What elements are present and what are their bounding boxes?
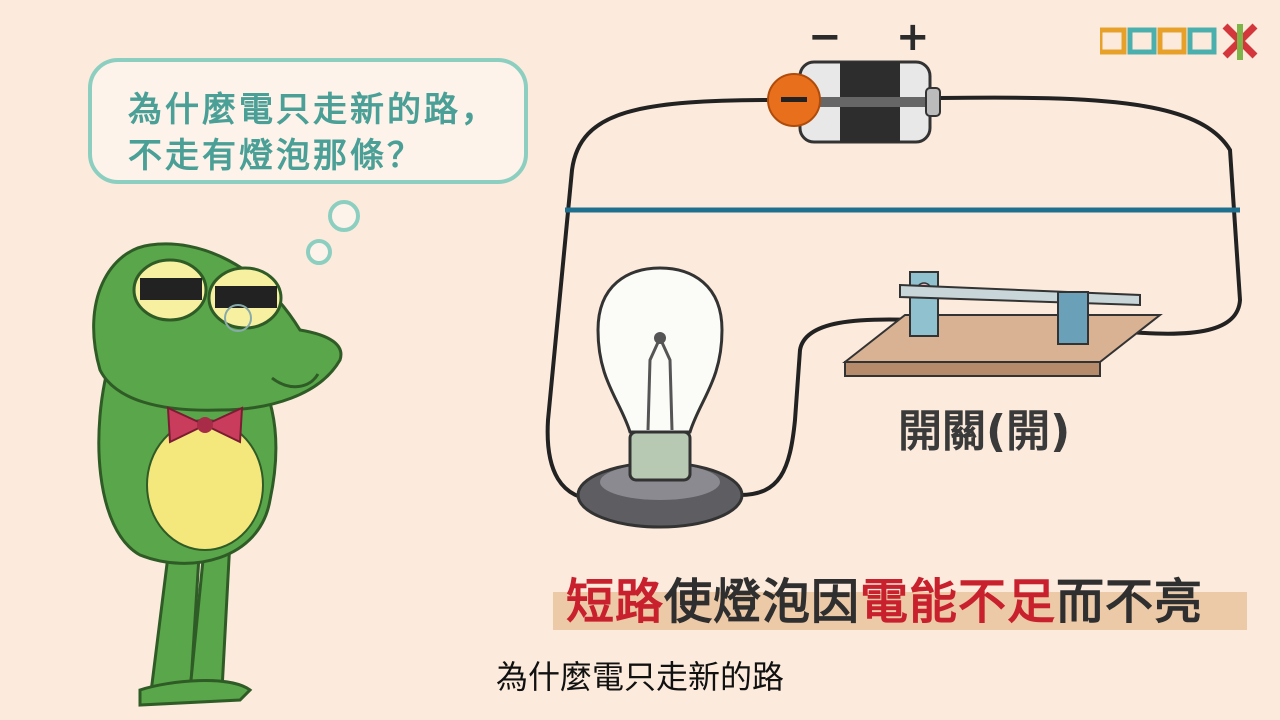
light-bulb-icon [576, 266, 744, 529]
circuit-wire-right [939, 95, 1243, 336]
electron-icon [767, 73, 821, 127]
battery-positive-label: + [896, 14, 930, 60]
bubble-line-2: 不走有燈泡那條？ [128, 136, 424, 176]
caption-part-3: 電能不足 [860, 574, 1057, 630]
switch-label: 開關(開) [898, 406, 1071, 457]
battery-icon [798, 60, 941, 144]
bubble-line-1: 為什麼電只走新的路， [128, 90, 498, 130]
caption-part-2: 使燈泡因 [664, 574, 861, 630]
circuit-wire [545, 98, 779, 502]
caption-part-4: 而不亮 [1056, 574, 1204, 630]
speech-bubble: 為什麼電只走新的路， 不走有燈泡那條？ [88, 58, 528, 184]
caption-highlight [553, 592, 1247, 630]
thought-dot-large [328, 200, 360, 232]
subtitle: 為什麼電只走新的路 [495, 658, 784, 696]
caption-part-1: 短路 [566, 574, 665, 630]
battery-negative-label: − [808, 14, 842, 60]
circuit-wire-bottom [739, 317, 916, 497]
thought-dot-small [306, 239, 332, 265]
cooc-logo [1100, 23, 1258, 60]
knife-switch-icon [842, 271, 1163, 377]
caption-text: 短路使燈泡因電能不足而不亮 [566, 562, 1203, 632]
frog-character [92, 242, 343, 707]
